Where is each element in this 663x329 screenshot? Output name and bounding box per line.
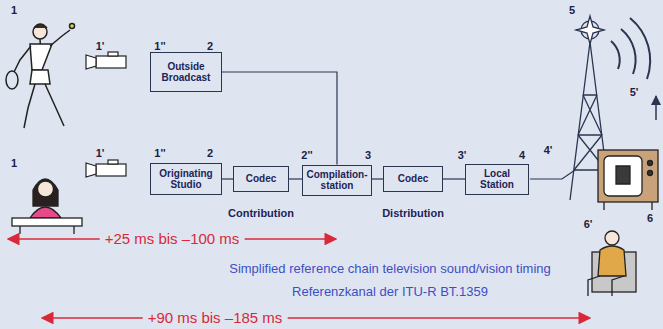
wave-arc <box>630 18 650 79</box>
callout-number: 4 <box>519 149 525 161</box>
camera-symbol <box>86 160 126 177</box>
player-arm <box>14 46 31 72</box>
player-head <box>33 25 47 39</box>
player-leg <box>24 84 35 128</box>
camera-symbol <box>86 52 126 69</box>
callout-number: 5 <box>569 4 575 16</box>
camera-body <box>96 56 126 68</box>
television-set <box>598 150 658 210</box>
process-box: Originating Studio <box>150 163 222 195</box>
range-arrow <box>42 317 590 319</box>
radio-waves <box>611 18 650 79</box>
signal-arrow <box>655 96 657 120</box>
viewer <box>588 231 636 296</box>
caption-text: Referenzkanal der ITU-R BT.1359 <box>292 285 488 299</box>
box-label: Compilation-station <box>306 169 367 192</box>
signal-line <box>443 178 465 179</box>
wave-arc <box>621 29 636 74</box>
presenter-head <box>38 181 54 197</box>
feed-wire <box>530 170 575 179</box>
desk <box>12 218 82 226</box>
box-label: Codec <box>398 173 429 185</box>
tv-screen <box>604 156 642 196</box>
process-box: Outside Broadcast <box>150 52 222 92</box>
tv-picture <box>616 166 630 184</box>
player-leg <box>45 84 64 126</box>
callout-number: 1' <box>96 147 105 159</box>
box-label: Local Station <box>470 168 524 191</box>
camera-lens <box>86 163 96 177</box>
box-label: Codec <box>246 173 277 185</box>
signal-line <box>372 178 383 179</box>
tv-cabinet <box>598 150 658 202</box>
box-label: Originating Studio <box>155 168 217 191</box>
camera-viewfinder <box>108 52 118 56</box>
callout-number: 1' <box>96 40 105 52</box>
tennis-ball <box>70 24 75 29</box>
callout-number: 5' <box>630 86 639 98</box>
desk-legs <box>20 226 74 234</box>
callout-number: 2 <box>207 147 213 159</box>
presenter-body <box>30 207 61 218</box>
callout-number: 3 <box>365 149 371 161</box>
callout-number: 6 <box>647 212 653 224</box>
presenter-hair <box>33 179 58 206</box>
player-skirt <box>30 70 50 84</box>
viewer-head <box>605 231 619 245</box>
signal-line <box>222 178 233 179</box>
antenna-star <box>576 16 604 44</box>
process-box: Codec <box>233 166 289 192</box>
presenter <box>12 179 82 234</box>
callout-number: 2'' <box>301 149 312 161</box>
callout-number: 1 <box>11 157 17 169</box>
callout-number: 1'' <box>154 147 165 159</box>
tv-knob <box>648 171 653 176</box>
racket <box>6 71 18 89</box>
wave-arc <box>611 41 620 69</box>
timing-range: +25 ms bis –100 ms <box>100 231 245 248</box>
player-hair <box>34 24 47 28</box>
callout-number: 4' <box>544 144 553 156</box>
camera-viewfinder <box>108 160 118 164</box>
process-box: Local Station <box>465 164 529 195</box>
player-arm <box>50 30 70 46</box>
process-box: Compilation-station <box>302 165 372 196</box>
process-box: Codec <box>383 166 443 192</box>
signal-line <box>289 178 302 179</box>
tv-knob <box>648 161 653 166</box>
callout-number: 6' <box>584 218 593 230</box>
section-label: Distribution <box>382 207 444 219</box>
callout-number: 3' <box>458 149 467 161</box>
player-shirt <box>30 44 52 70</box>
tennis-player <box>6 24 75 129</box>
camera-body <box>96 164 126 176</box>
camera-lens <box>86 55 96 69</box>
callout-number: 2 <box>207 40 213 52</box>
section-label: Contribution <box>228 207 294 219</box>
timing-range: +90 ms bis –185 ms <box>143 310 288 327</box>
viewer-body <box>598 246 626 276</box>
tv-legs <box>604 202 652 210</box>
caption-text: Simplified reference chain television so… <box>229 262 551 276</box>
signal-line <box>222 72 337 165</box>
callout-number: 1 <box>11 4 17 16</box>
viewer-legs <box>588 276 624 296</box>
callout-number: 1'' <box>154 40 165 52</box>
box-label: Outside Broadcast <box>155 61 217 84</box>
